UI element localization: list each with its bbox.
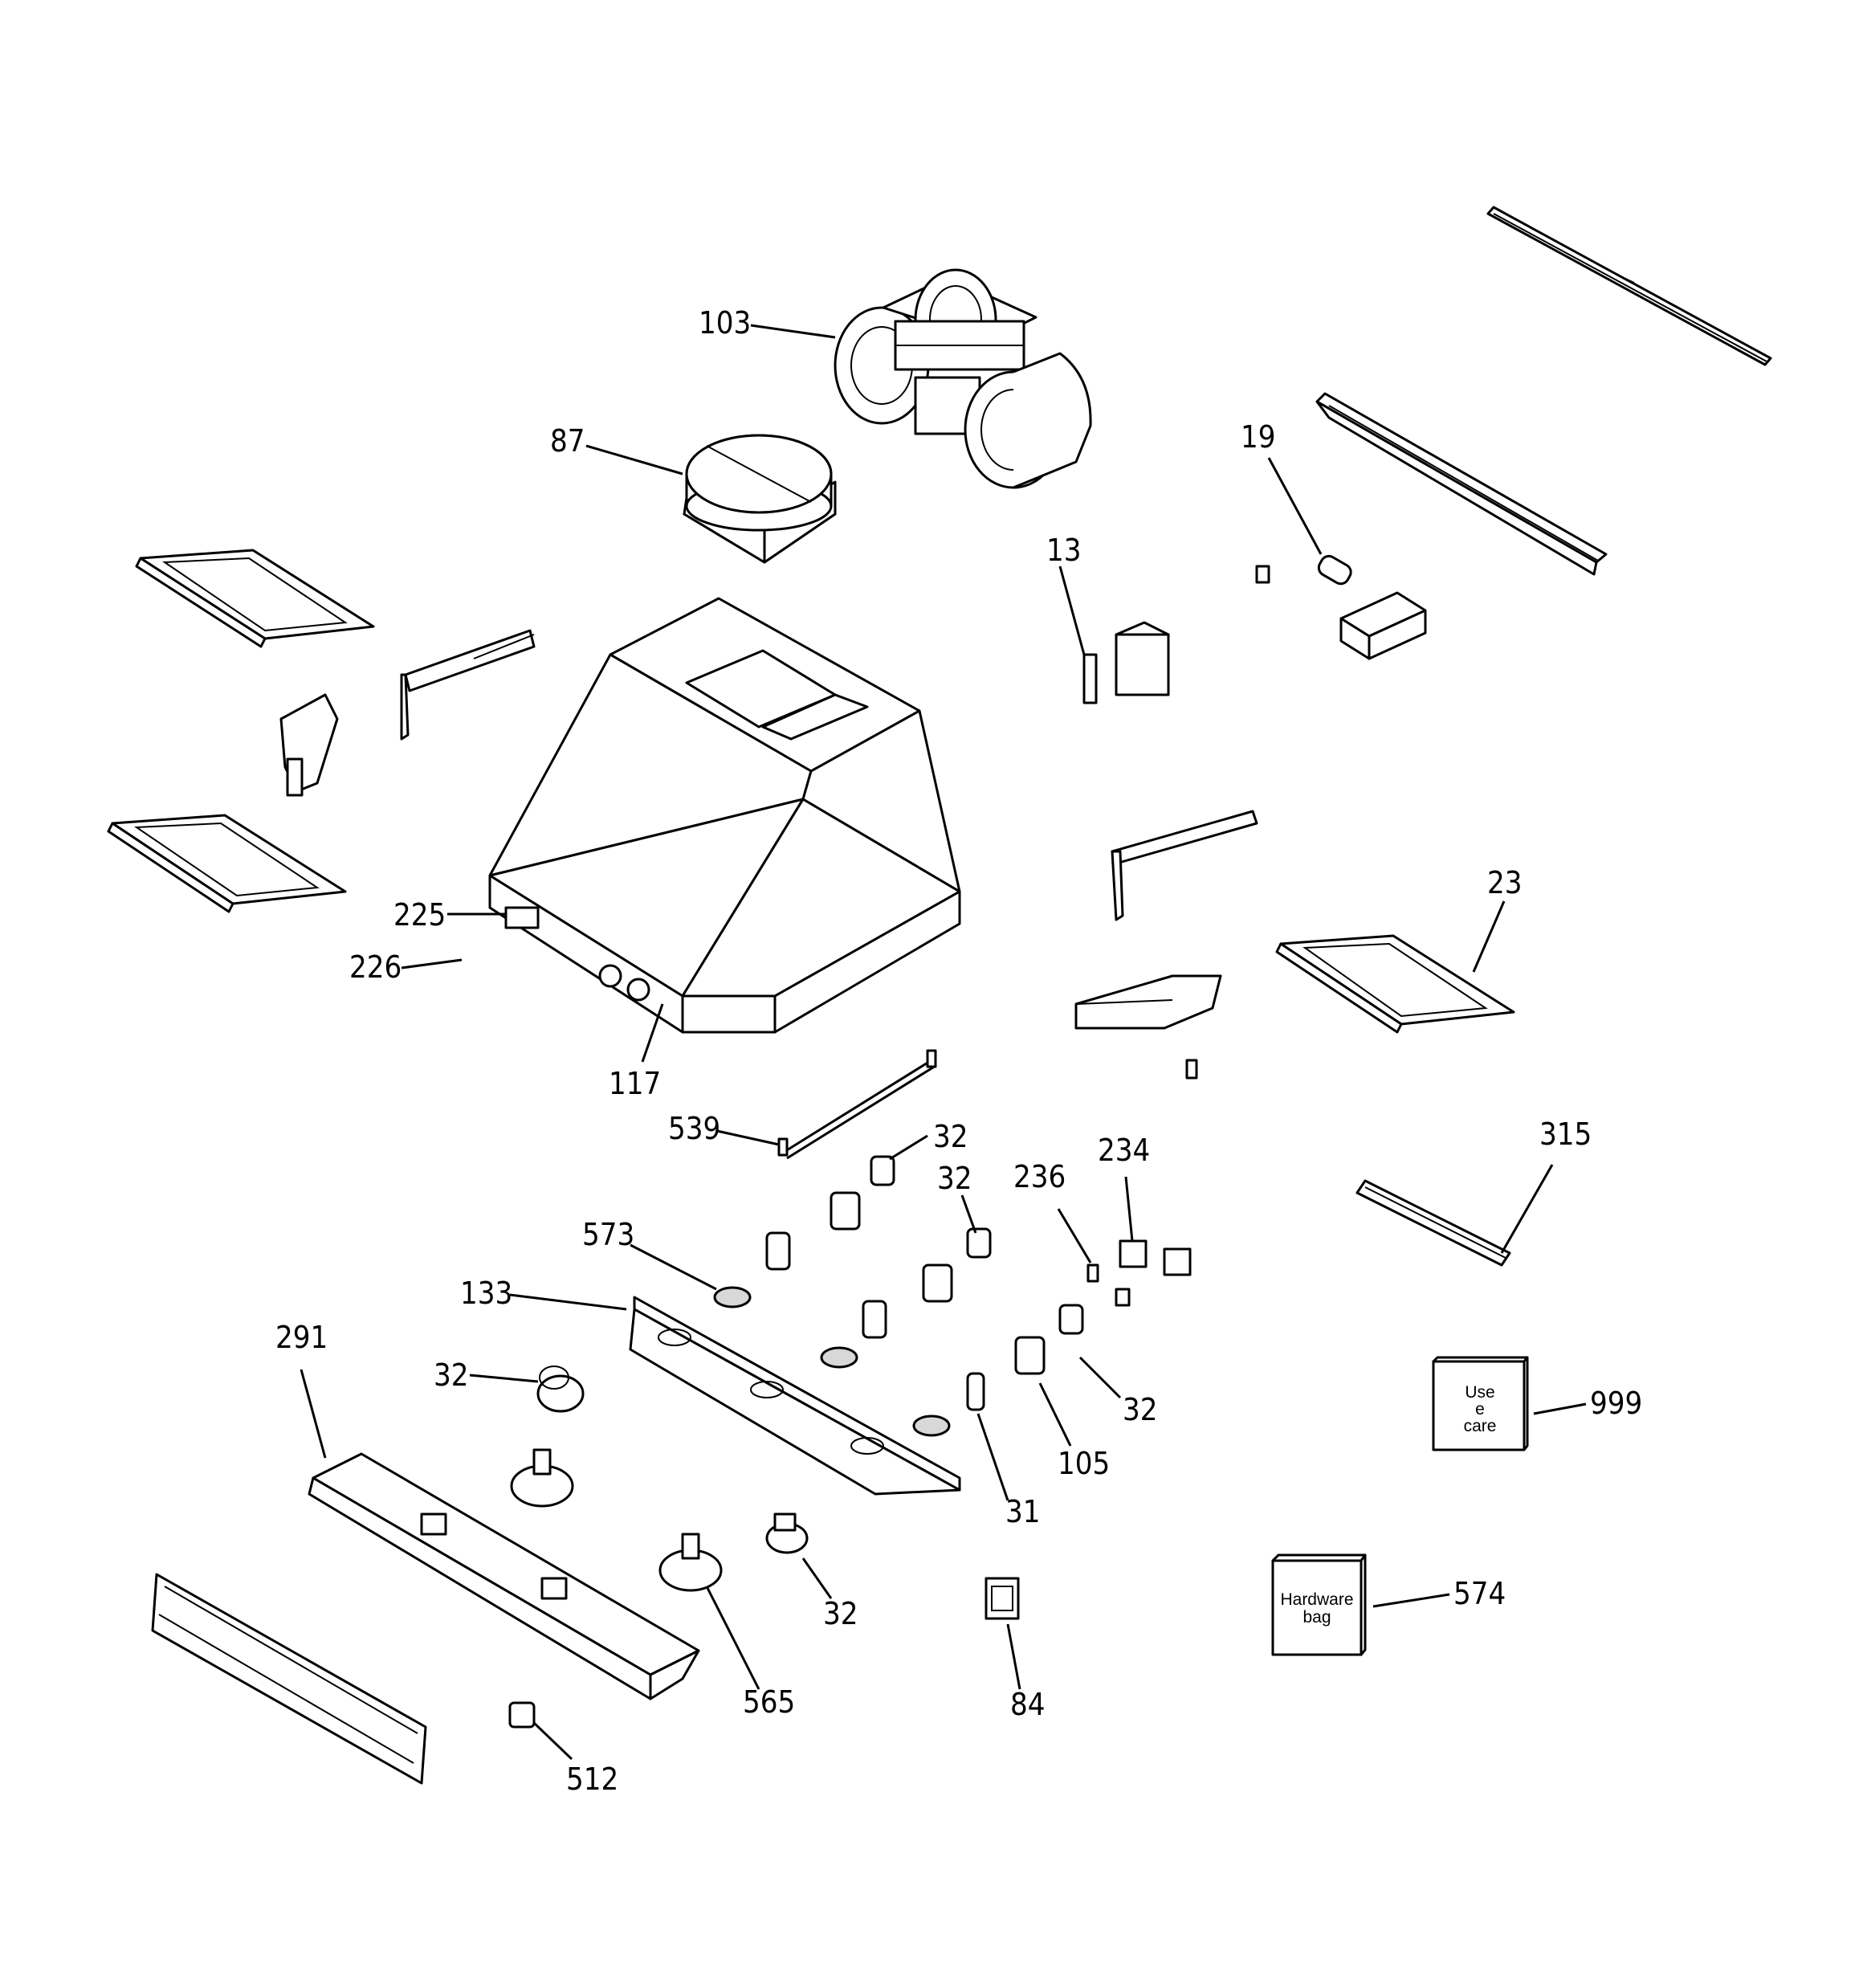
lamp-holders: [765, 1155, 1084, 1411]
front-trim: [151, 1573, 427, 1785]
callout-32-a: 32: [933, 1119, 968, 1154]
hardware-bag-line-1: Hardware: [1280, 1590, 1353, 1609]
callout-84: 84: [1010, 1687, 1046, 1722]
filter-right: [1275, 934, 1515, 1034]
top-rail-lower: [1315, 392, 1608, 576]
callout-23: 23: [1487, 865, 1523, 900]
filter-left-upper: [135, 549, 375, 648]
callout-512: 512: [566, 1761, 618, 1797]
callout-19: 19: [1241, 419, 1276, 455]
callout-32-b: 32: [937, 1161, 972, 1196]
callout-13: 13: [1046, 533, 1082, 568]
callout-133: 133: [460, 1276, 512, 1311]
use-care-book: Use e care: [1432, 1356, 1529, 1451]
callout-32-e: 32: [823, 1596, 858, 1631]
callout-539: 539: [668, 1111, 720, 1146]
hood-body: [488, 597, 961, 1034]
callout-234: 234: [1098, 1133, 1150, 1168]
knobs-left: [510, 1365, 809, 1592]
capacitor: [1255, 554, 1352, 586]
callout-87: 87: [550, 423, 585, 459]
use-care-line-1: Use: [1465, 1383, 1494, 1402]
bracket-left-mid: [279, 693, 339, 797]
callout-573: 573: [582, 1217, 634, 1252]
callout-315: 315: [1539, 1116, 1592, 1152]
hardware-bag: Hardware bag: [1271, 1553, 1367, 1656]
leader-lines: [300, 324, 1587, 1761]
callout-574: 574: [1453, 1576, 1506, 1611]
callout-32-c: 32: [434, 1357, 469, 1393]
callout-labels: 103 87 19 13 225 226 117 23 539 32 32 23…: [275, 305, 1642, 1797]
use-care-line-2: e: [1475, 1400, 1485, 1419]
callout-225: 225: [393, 897, 446, 933]
callout-291: 291: [275, 1320, 328, 1355]
callout-103: 103: [699, 305, 751, 341]
bracket-left-upper: [400, 629, 536, 741]
light-housing-right: [1074, 974, 1222, 1030]
callout-999: 999: [1590, 1386, 1642, 1421]
light-rod-539: [777, 1049, 937, 1160]
callout-236: 236: [1013, 1159, 1066, 1194]
duct-collar: [683, 434, 837, 564]
front-panel-291: [308, 1452, 700, 1700]
callout-105: 105: [1058, 1446, 1110, 1481]
knob-512: [508, 1701, 536, 1729]
clip-right: [1185, 1059, 1198, 1080]
hardware-bag-line-2: bag: [1302, 1608, 1331, 1627]
callout-565: 565: [743, 1684, 795, 1720]
callout-226: 226: [349, 949, 402, 985]
transformer: [1082, 621, 1170, 704]
rail-315: [1355, 1179, 1511, 1267]
use-care-line-3: care: [1464, 1417, 1497, 1435]
filter-left-lower: [107, 814, 347, 913]
blower-assembly: [834, 268, 1092, 489]
junction-box: [1339, 591, 1427, 660]
callout-117: 117: [609, 1066, 661, 1101]
bezel-rings: [713, 1286, 951, 1437]
bracket-right-upper: [1111, 810, 1258, 921]
top-rail-upper: [1486, 206, 1772, 366]
callout-31: 31: [1005, 1494, 1041, 1529]
control-panel-133: [629, 1296, 961, 1496]
lamp-84: [984, 1577, 1020, 1620]
switches: [1086, 1239, 1192, 1307]
callout-32-d: 32: [1123, 1392, 1158, 1427]
